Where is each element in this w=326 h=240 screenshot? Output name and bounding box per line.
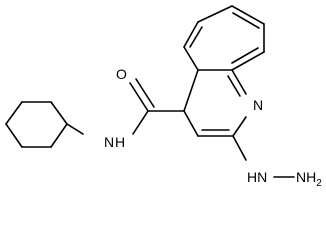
bond	[50, 123, 68, 148]
bond	[227, 75, 241, 97]
bond	[50, 101, 68, 125]
bond	[189, 26, 203, 48]
bond	[5, 101, 23, 125]
bond	[135, 78, 155, 108]
atom-label-oxygen: O	[116, 66, 127, 82]
structure-canvas: O N H N HN NH2	[5, 5, 323, 187]
bond	[232, 116, 247, 137]
bond	[231, 69, 247, 95]
atom-label-amide-nitrogen: N	[104, 134, 114, 150]
atom-label-ring-nitrogen: N	[253, 97, 263, 113]
benzene-ring	[183, 5, 265, 71]
nh2-main: NH	[296, 169, 316, 185]
atom-label-amide-hydrogen: H	[115, 134, 125, 150]
pyridine-ring	[183, 69, 247, 137]
bond	[231, 51, 265, 71]
bond	[183, 46, 199, 71]
bond	[183, 21, 199, 48]
bond	[129, 82, 149, 112]
bond	[183, 69, 199, 112]
bond-c2-hydrazine	[232, 135, 247, 161]
bond	[231, 47, 259, 64]
bond	[231, 5, 265, 25]
nh2-subscript: 2	[316, 178, 322, 187]
bond	[183, 110, 199, 137]
bond-nh-carbonyl	[132, 110, 149, 135]
atom-label-hydrazine-hn: HN	[247, 169, 267, 185]
bond	[5, 123, 23, 148]
cyclohexane-ring	[5, 101, 68, 148]
bond-cyclohexyl-nh	[66, 123, 84, 135]
bond	[197, 5, 233, 23]
bond	[232, 12, 260, 29]
atom-label-nh2: NH2	[296, 169, 322, 187]
carbonyl-double-bond	[129, 78, 155, 112]
molecule-drawing: O N H N HN NH2	[5, 5, 322, 187]
